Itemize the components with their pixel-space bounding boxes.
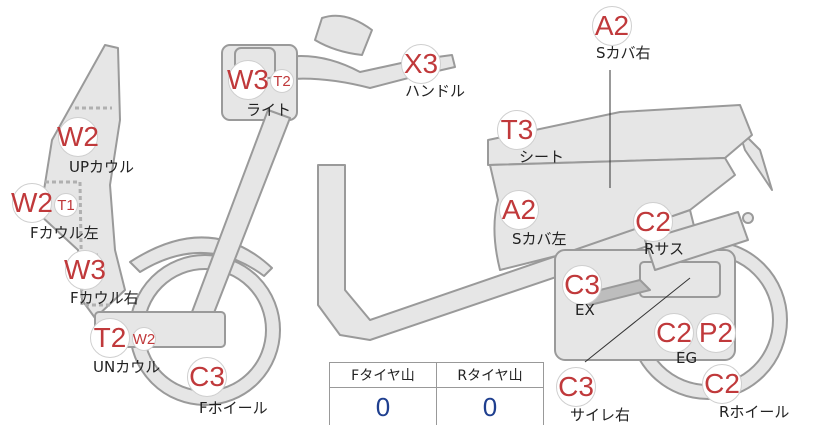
- un-cowl-label: UNカウル: [93, 358, 161, 376]
- un-cowl-subcode-badge: W2: [132, 327, 156, 351]
- un-cowl-code-badge: T2: [90, 318, 130, 358]
- up-cowl-label: UPカウル: [69, 158, 135, 176]
- rear-tire-header: Rタイヤ山: [436, 362, 544, 388]
- light-subcode-badge: T2: [270, 69, 294, 93]
- f-cowl-right-code-badge: W3: [64, 250, 106, 290]
- light-label: ライト: [246, 101, 292, 119]
- muffler-right-leader: [584, 277, 691, 363]
- f-cowl-left-subcode-badge: T1: [54, 193, 78, 217]
- rear-suspension-shape: [644, 211, 749, 271]
- rear-fender-shape: [737, 127, 773, 191]
- s-cover-left-code-badge: A2: [499, 190, 539, 230]
- muffler-right-code-badge: C3: [556, 367, 596, 407]
- tire-tread-table: Fタイヤ山 Rタイヤ山 0 0: [329, 362, 544, 425]
- exhaust-label: EX: [575, 301, 595, 319]
- engine-code2-badge: P2: [696, 313, 736, 353]
- windscreen-shape: [314, 14, 373, 56]
- handle-label: ハンドル: [405, 82, 466, 100]
- engine-code-badge: C2: [654, 313, 694, 353]
- f-cowl-left-code-badge: W2: [11, 183, 53, 223]
- f-cowl-right-label: Fカウル右: [70, 289, 139, 307]
- f-wheel-label: Fホイール: [199, 399, 268, 417]
- up-cowl-code-badge: W2: [57, 117, 99, 157]
- side-cover-shape: [489, 157, 736, 271]
- exhaust-code-badge: C3: [562, 265, 602, 305]
- seat-code-badge: T3: [497, 110, 537, 150]
- seat-label: シート: [519, 148, 565, 166]
- rear-tire-value: 0: [436, 387, 544, 425]
- s-cover-left-label: Sカバ左: [512, 230, 567, 248]
- s-cover-right-code-badge: A2: [592, 6, 632, 46]
- seat-shape: [487, 104, 753, 166]
- r-suspension-label: Rサス: [644, 240, 685, 258]
- light-code-badge: W3: [227, 60, 269, 100]
- r-suspension-code-badge: C2: [633, 202, 673, 242]
- r-wheel-label: Rホイール: [719, 403, 790, 421]
- r-wheel-code-badge: C2: [702, 364, 742, 404]
- engine-label: EG: [676, 349, 698, 367]
- muffler-right-label: サイレ右: [570, 406, 631, 424]
- s-cover-right-label: Sカバ右: [596, 44, 651, 62]
- f-cowl-left-label: Fカウル左: [30, 224, 99, 242]
- front-tire-value: 0: [329, 387, 437, 425]
- fork-shape: [191, 109, 291, 319]
- f-wheel-code-badge: C3: [187, 357, 227, 397]
- handle-code-badge: X3: [401, 44, 441, 84]
- front-tire-header: Fタイヤ山: [329, 362, 437, 388]
